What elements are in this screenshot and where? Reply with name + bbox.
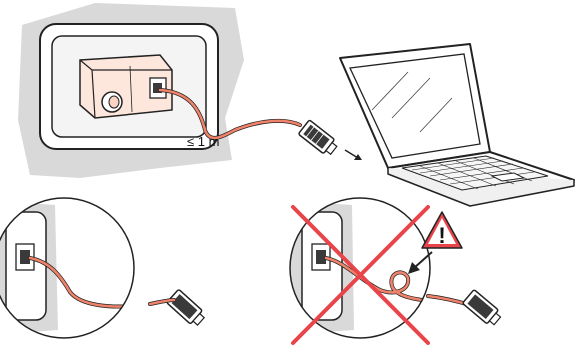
warning-symbol: ! [438, 223, 445, 248]
loop-arrow-icon [408, 251, 433, 274]
wall-outlet-icon [18, 3, 244, 178]
ethernet-plug-icon [298, 119, 338, 156]
ethernet-cable [158, 88, 302, 140]
warning-triangle-icon: ! [421, 211, 463, 249]
ethernet-plug-icon [166, 289, 206, 326]
ethernet-plug-icon [462, 289, 502, 326]
prohibited-cross-icon [291, 205, 430, 345]
laptop-icon [339, 43, 575, 207]
correct-cable-detail [0, 197, 206, 339]
incorrect-cable-detail [289, 197, 502, 339]
insert-arrow-icon [344, 149, 362, 160]
cable-length-label: ≤ 1 m [187, 134, 219, 149]
